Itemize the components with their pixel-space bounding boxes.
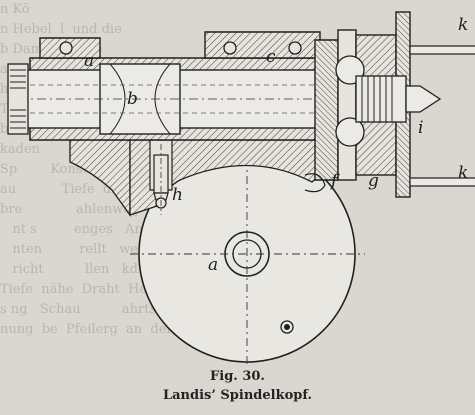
figure-number: Fig. 30. [210, 369, 265, 384]
label-f: f [329, 171, 340, 191]
label-a-top: a [84, 51, 94, 71]
label-k-bottom: k [458, 163, 468, 183]
threaded-nut-left [10, 69, 26, 129]
label-c: c [266, 47, 276, 67]
rod-k-bottom [409, 177, 475, 187]
label-i: i [418, 118, 423, 138]
label-k-top: k [458, 15, 468, 35]
label-b: b [127, 89, 138, 109]
label-g: g [368, 171, 379, 191]
threaded-nose [361, 76, 393, 122]
label-a-disc: a [208, 255, 218, 275]
spindle-shaft [7, 63, 440, 135]
support-bracket [69, 130, 331, 218]
disc-a [130, 140, 365, 366]
label-h: h [172, 185, 183, 205]
spindle-nose-assembly [304, 11, 475, 198]
figure-title: Landis’ Spindelkopf. [162, 388, 312, 403]
rod-k-top [409, 45, 475, 55]
